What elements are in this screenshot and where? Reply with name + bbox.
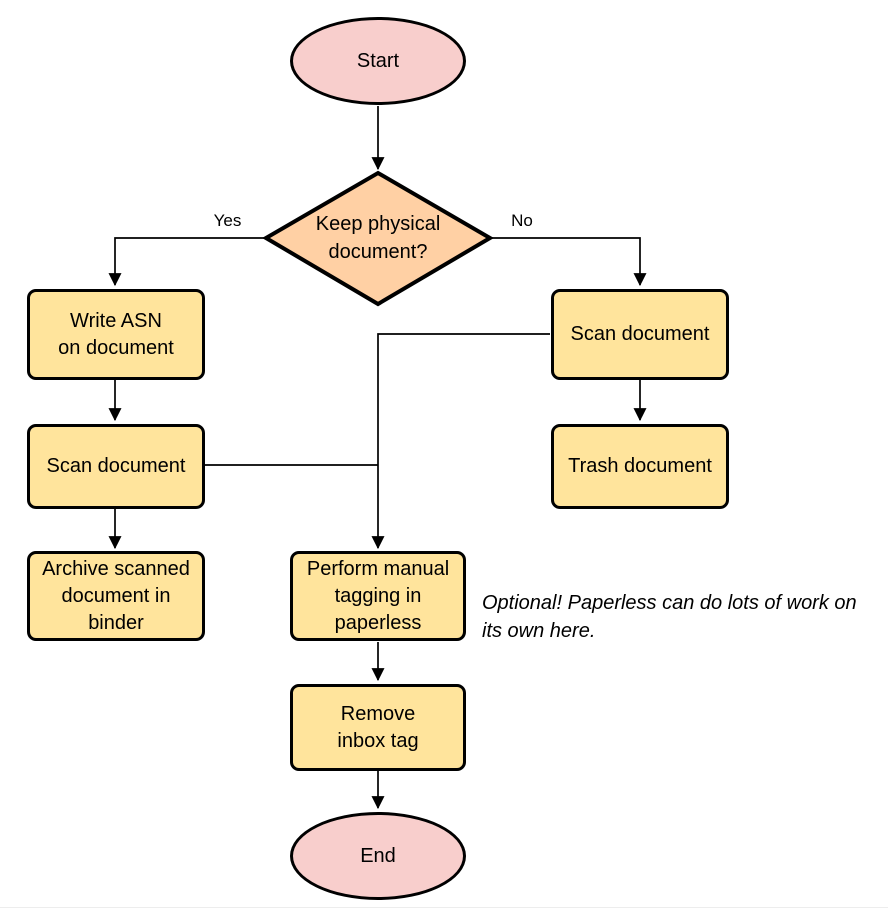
- annotation-line-2: its own here.: [482, 619, 596, 642]
- edge-decision-no-to-scan-right: [489, 237, 647, 287]
- node-trash: Trash document: [551, 424, 729, 509]
- node-remove-inbox: Remove inbox tag: [290, 684, 466, 771]
- decision-diamond-shape: [262, 170, 494, 307]
- node-start-label: Start: [356, 49, 400, 72]
- node-scan-left-label: Scan document: [46, 455, 186, 477]
- node-write-asn: Write ASN on document: [27, 289, 205, 380]
- edge-label-no: No: [511, 211, 533, 230]
- node-remove-inbox-label: Remove inbox tag: [337, 702, 419, 752]
- node-scan-right: Scan document: [551, 289, 729, 380]
- edge-scan-right-to-tagging: [371, 333, 550, 550]
- node-end: End: [290, 812, 466, 900]
- annotation-optional: Optional! Paperless can do lots of work …: [482, 590, 888, 645]
- node-decision: Keep physical document?: [278, 204, 478, 272]
- edge-decision-yes-to-write-asn: [108, 237, 266, 287]
- node-write-asn-label: Write ASN on document: [58, 309, 174, 359]
- node-decision-label: Keep physical document?: [315, 213, 441, 263]
- node-end-label: End: [360, 844, 396, 867]
- node-tagging: Perform manual tagging in paperless: [290, 551, 466, 641]
- node-start: Start: [290, 17, 466, 105]
- node-tagging-label: Perform manual tagging in paperless: [306, 557, 450, 634]
- node-scan-right-label: Scan document: [570, 323, 710, 345]
- node-scan-left: Scan document: [27, 424, 205, 509]
- node-archive: Archive scanned document in binder: [27, 551, 205, 641]
- edge-label-yes: Yes: [213, 211, 242, 230]
- node-trash-label: Trash document: [568, 455, 712, 477]
- annotation-line-1: Optional! Paperless can do lots of work …: [482, 592, 857, 614]
- node-archive-label: Archive scanned document in binder: [42, 557, 190, 634]
